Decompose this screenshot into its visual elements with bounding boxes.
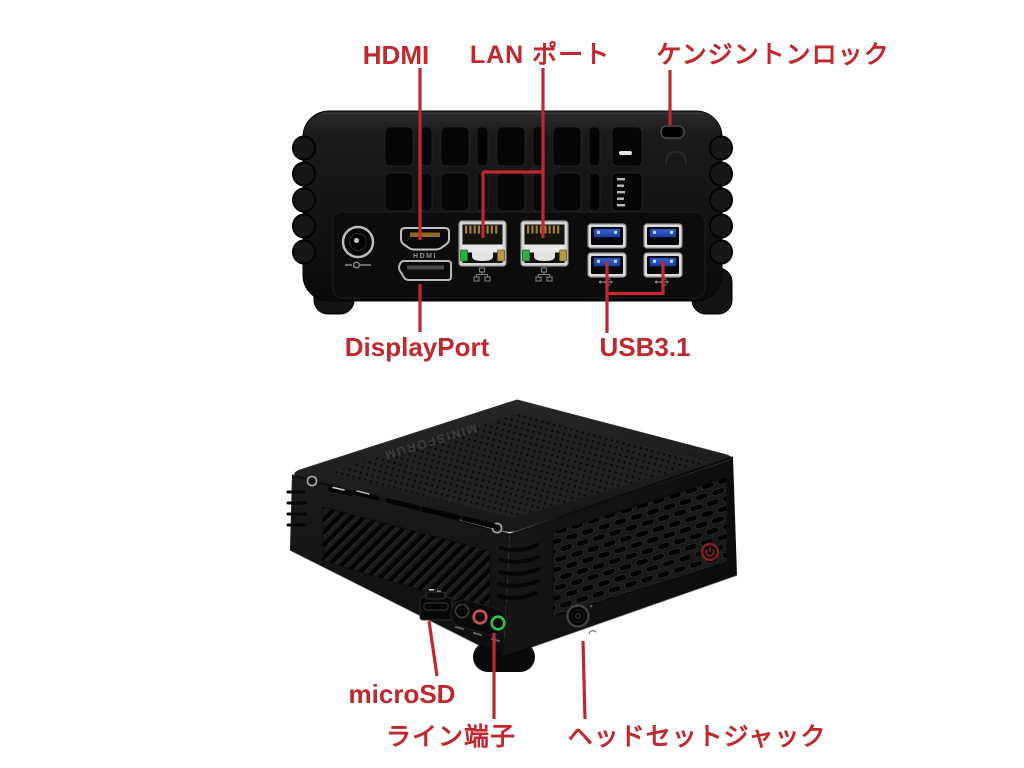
rear-vent-grille (384, 126, 643, 212)
label-hdmi: HDMI (362, 40, 430, 70)
front-view: MINISFORUM (286, 399, 738, 720)
displayport-port (398, 260, 452, 281)
slat-highlight-2 (356, 490, 370, 495)
label-displayport: DisplayPort (344, 332, 490, 362)
line-in-jack (472, 609, 488, 625)
usb-port-1 (587, 223, 627, 249)
headset-icon (588, 630, 597, 635)
kensington-lock-slot (660, 125, 687, 165)
dc-power-icon (345, 261, 371, 269)
mic-jack (454, 603, 470, 619)
label-headset-jack: ヘッドセットジャック (567, 723, 827, 751)
bottom-edge-crease (289, 549, 738, 658)
side-vent-honeycomb (552, 476, 728, 618)
label-kensington-lock: ケンジントンロック (656, 41, 890, 69)
slat-highlight-1 (332, 486, 345, 491)
label-lan-port: LAN ポート (469, 41, 611, 69)
label-line-jack: ライン端子 (385, 723, 517, 751)
side-bumper-ribs (292, 135, 733, 265)
line-out-jack (490, 615, 506, 631)
annotation-line-lan1 (481, 170, 543, 238)
power-button (700, 542, 720, 562)
annotation-line-headset (581, 640, 587, 720)
front-corner-ribs (497, 543, 541, 600)
headset-jack (566, 604, 597, 635)
annotation-line-microsd (427, 620, 439, 677)
rear-annotation-lines (418, 68, 672, 333)
label-microsd: microSD (348, 679, 456, 709)
annotation-line-usb (605, 261, 665, 333)
hdmi-port: HDMI (400, 227, 450, 260)
front-top-slats (328, 486, 497, 529)
front-annotation-lines (427, 620, 587, 720)
power-jack (341, 225, 375, 269)
label-usb31: USB3.1 (599, 332, 691, 362)
front-face-screw-1 (306, 475, 318, 487)
rear-view: HDMI (292, 68, 733, 333)
microsd-slot (419, 589, 453, 621)
left-corner-ribs (286, 490, 307, 527)
lock-icon (665, 150, 687, 165)
usb-port-2 (643, 223, 683, 249)
top-face-dot-texture (330, 413, 712, 518)
hdmi-port-marking: HDMI (413, 253, 437, 260)
